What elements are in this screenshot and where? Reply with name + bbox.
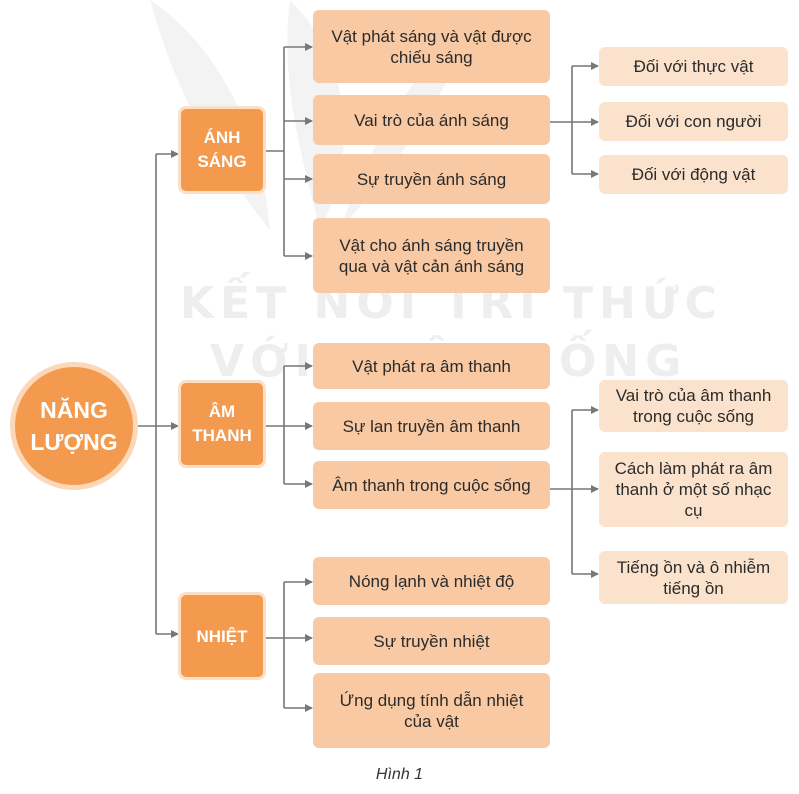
node-doi-voi-dong-vat: Đối với động vật [599, 155, 788, 194]
node-vat-phat-sang: Vật phát sáng và vật được chiếu sáng [313, 10, 550, 83]
node-vat-phat-ra-am-thanh: Vật phát ra âm thanh [313, 343, 550, 389]
node-vat-cho-anh-sang-label: Vật cho ánh sáng truyền qua và vật cản á… [338, 235, 525, 276]
node-doi-voi-con-nguoi: Đối với con người [599, 102, 788, 141]
node-vai-tro-anh-sang-label: Vai trò của ánh sáng [354, 110, 509, 130]
node-cach-lam-phat-ra-am-thanh: Cách làm phát ra âm thanh ở một số nhạc … [599, 452, 788, 527]
root-node: NĂNG LƯỢNG [10, 362, 138, 490]
node-nhiet: NHIỆT [178, 592, 266, 680]
node-nong-lanh: Nóng lạnh và nhiệt độ [313, 557, 550, 605]
node-ung-dung-dan-nhiet: Ứng dụng tính dẫn nhiệt của vật [313, 673, 550, 748]
node-vai-tro-anh-sang: Vai trò của ánh sáng [313, 95, 550, 145]
node-am-thanh-trong-cuoc-song-label: Âm thanh trong cuộc sống [332, 475, 531, 495]
node-tieng-on-label: Tiếng ồn và ô nhiễm tiếng ồn [616, 557, 771, 598]
node-vat-phat-sang-label: Vật phát sáng và vật được chiếu sáng [331, 26, 532, 67]
node-su-truyen-anh-sang: Sự truyền ánh sáng [313, 154, 550, 204]
root-label: NĂNG LƯỢNG [30, 397, 118, 455]
node-doi-voi-thuc-vat: Đối với thực vật [599, 47, 788, 86]
node-su-truyen-anh-sang-label: Sự truyền ánh sáng [356, 169, 507, 189]
node-su-lan-truyen-am-thanh-label: Sự lan truyền âm thanh [342, 416, 521, 436]
node-nhiet-label: NHIỆT [196, 626, 248, 646]
node-am-thanh-trong-cuoc-song: Âm thanh trong cuộc sống [313, 461, 550, 509]
figure-caption: Hình 1 [375, 766, 424, 783]
node-am-thanh: ÂM THANH [178, 380, 266, 468]
node-doi-voi-thuc-vat-label: Đối với thực vật [633, 57, 754, 76]
node-doi-voi-dong-vat-label: Đối với động vật [631, 165, 756, 184]
node-su-truyen-nhiet: Sự truyền nhiệt [313, 617, 550, 665]
node-am-thanh-label: ÂM THANH [192, 402, 252, 445]
node-su-truyen-nhiet-label: Sự truyền nhiệt [373, 631, 490, 651]
node-doi-voi-con-nguoi-label: Đối với con người [625, 112, 762, 131]
node-vat-cho-anh-sang: Vật cho ánh sáng truyền qua và vật cản á… [313, 218, 550, 293]
node-vat-phat-ra-am-thanh-label: Vật phát ra âm thanh [352, 356, 511, 376]
node-cach-lam-phat-ra-am-thanh-label: Cách làm phát ra âm thanh ở một số nhạc … [614, 459, 773, 520]
node-anh-sang-label: ÁNH SÁNG [197, 128, 247, 171]
node-tieng-on: Tiếng ồn và ô nhiễm tiếng ồn [599, 551, 788, 604]
node-anh-sang: ÁNH SÁNG [178, 106, 266, 194]
node-su-lan-truyen-am-thanh: Sự lan truyền âm thanh [313, 402, 550, 450]
node-ung-dung-dan-nhiet-label: Ứng dụng tính dẫn nhiệt của vật [339, 690, 524, 731]
node-vai-tro-am-thanh: Vai trò của âm thanh trong cuộc sống [599, 380, 788, 432]
node-nong-lanh-label: Nóng lạnh và nhiệt độ [348, 571, 515, 591]
node-vai-tro-am-thanh-label: Vai trò của âm thanh trong cuộc sống [615, 386, 772, 426]
